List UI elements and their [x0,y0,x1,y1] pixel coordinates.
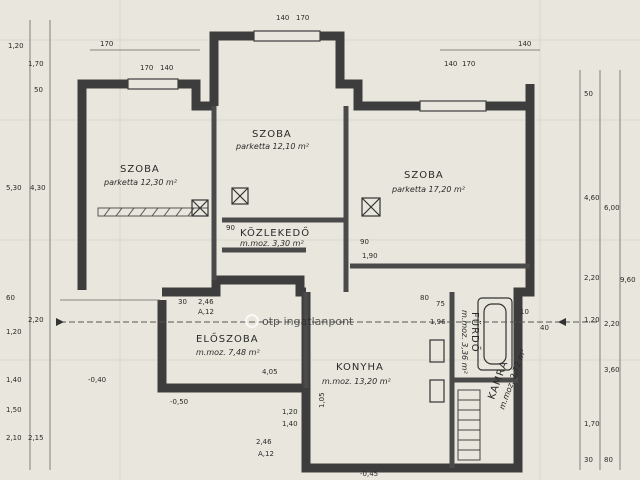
dimension-label: 50 [584,90,593,98]
room-area-szoba-left: parketta 12,30 m² [103,178,178,187]
room-area-furdo: m.moz. 3,36 m² [460,310,469,374]
room-name-eloszoba: ELŐSZOBA [196,331,259,345]
dimension-label: 1,05 [318,392,326,408]
dimension-label: 2,15 [28,434,44,442]
dimension-label: A,12 [258,450,274,458]
room-area-szoba-mid: parketta 12,10 m² [235,142,310,151]
dimension-label: 2,20 [604,320,620,328]
dimension-label: 140 [518,40,531,48]
dimension-label: 2,46 [198,298,214,306]
dimension-label: 10 [520,308,529,316]
dimension-label: 80 [604,456,613,464]
exterior-walls [77,31,535,473]
dimension-label: 1,50 [6,406,22,414]
room-name-szoba-left: SZOBA [120,164,160,175]
dimension-label: A,12 [198,308,214,316]
dimension-label: 90 [360,238,369,246]
windows [127,30,487,112]
dimension-label: 30 [584,456,593,464]
dimension-label: 140 [160,64,173,72]
dimension-label: -0,45 [360,470,378,478]
room-area-kozlekedo: m.moz. 3,30 m² [240,239,304,248]
watermark-text: otp ingatlanpont [262,315,354,328]
interior-walls [211,106,530,468]
dimension-label: 1,96 [430,318,446,326]
dimension-label: 1,20 [584,316,600,324]
stairs [457,389,481,461]
watermark: otp ingatlanpont [245,314,354,328]
dimension-label: 40 [540,324,549,332]
dimension-label: 60 [6,294,15,302]
room-area-eloszoba: m.moz. 7,48 m² [196,348,260,357]
stove-symbols [191,187,445,403]
dimension-label: 1,90 [362,252,378,260]
dimension-label: -0,40 [88,376,106,384]
dimension-label: 170 [296,14,309,22]
dimension-label: 1,70 [584,420,600,428]
dimension-labels: 170 170 140 140 170 140 170 140 1,20 1,7… [6,14,636,478]
dimension-label: 1,20 [282,408,298,416]
dimension-label: 140 [276,14,289,22]
dimension-label: 9,60 [620,276,636,284]
dimension-label: 2,10 [6,434,22,442]
dimension-label: 50 [34,86,43,94]
dimension-label: 1,40 [282,420,298,428]
dimension-label: 30 [178,298,187,306]
dimension-label: 5,30 [6,184,22,192]
dimension-lines [29,20,621,470]
dimension-label: 170 [100,40,113,48]
dimension-label: 2,20 [584,274,600,282]
room-area-szoba-right: parketta 17,20 m² [391,185,466,194]
section-marker [56,318,566,326]
dimension-label: 1,20 [6,328,22,336]
dimension-label: 3,60 [604,366,620,374]
room-name-szoba-right: SZOBA [404,170,444,181]
dimension-label: 4,30 [30,184,46,192]
dimension-label: 170 [140,64,153,72]
dimension-label: 80 [420,294,429,302]
dimension-label: 2,20 [28,316,44,324]
dimension-label: 4,60 [584,194,600,202]
dimension-label: 1,70 [28,60,44,68]
dimension-label: 75 [436,300,445,308]
room-name-konyha: KONYHA [336,362,384,373]
dimension-label: 4,05 [262,368,278,376]
dimension-label: -0,50 [170,398,188,406]
dimension-label: 2,46 [256,438,272,446]
dimension-label: 90 [226,224,235,232]
room-area-konyha: m.moz. 13,20 m² [322,377,392,386]
dimension-label: 170 [462,60,475,68]
room-name-szoba-mid: SZOBA [252,129,292,140]
room-name-kozlekedo: KÖZLEKEDŐ [240,225,310,239]
dimension-label: 1,40 [6,376,22,384]
bathtub [477,297,513,371]
watermark-logo-icon [245,314,259,328]
dimension-label: 1,20 [8,42,24,50]
room-name-furdo: FÜRDŐ [469,312,483,353]
dimension-label: 140 [444,60,457,68]
dimension-label: 6,00 [604,204,620,212]
